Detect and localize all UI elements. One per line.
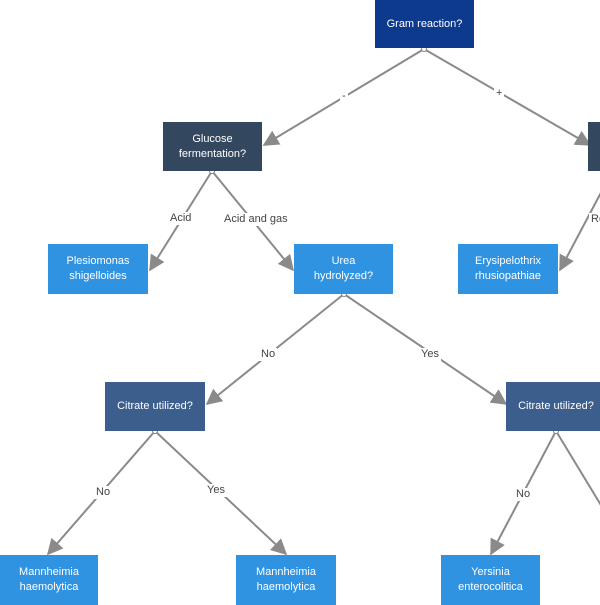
node-mannheimia-haemolytica-2[interactable]: Mannheimia haemolytica <box>236 555 336 605</box>
edge-label-citrate-left-yes: Yes <box>205 484 227 497</box>
edge-label-acid-and-gas: Acid and gas <box>222 213 290 226</box>
node-label: Citrate utilized? <box>117 400 193 412</box>
edge-label-urea-yes: Yes <box>419 348 441 361</box>
node-right-question[interactable] <box>588 122 600 171</box>
node-label: Citrate utilized? <box>518 400 594 412</box>
node-label: Gram reaction? <box>386 17 463 30</box>
edge-citrate-right-to-offscreen <box>555 430 600 506</box>
node-gram-reaction[interactable]: Gram reaction? <box>375 0 474 48</box>
edge-label-urea-no: No <box>259 348 278 361</box>
node-label: Yersinia enterocolitica <box>458 566 523 593</box>
edge-label-acid: Acid <box>168 212 194 225</box>
node-glucose-fermentation[interactable]: Glucose fermentation? <box>163 122 262 171</box>
node-citrate-utilized-right[interactable]: Citrate utilized? <box>506 382 600 431</box>
node-label: Erysipelothrix rhusiopathiae <box>474 255 542 282</box>
node-erysipelothrix-rhusiopathiae[interactable]: Erysipelothrix rhusiopathiae <box>458 244 558 294</box>
node-mannheimia-haemolytica-1[interactable]: Mannheimia haemolytica <box>0 555 98 605</box>
edge-label-citrate-right-no: No <box>514 488 533 501</box>
edge-label-gram-negative: - <box>340 90 348 103</box>
node-label: Mannheimia haemolytica <box>256 566 316 593</box>
node-citrate-utilized-left[interactable]: Citrate utilized? <box>105 382 205 431</box>
edge-label-right-cut: Ro <box>589 213 600 226</box>
node-label: Urea hydrolyzed? <box>313 255 374 282</box>
node-label: Glucose fermentation? <box>178 132 247 160</box>
node-label: Plesiomonas shigelloides <box>66 255 130 282</box>
node-yersinia-enterocolitica[interactable]: Yersinia enterocolitica <box>441 555 540 605</box>
node-plesiomonas-shigelloides[interactable]: Plesiomonas shigelloides <box>48 244 148 294</box>
edge-gram-to-right <box>423 48 592 146</box>
edge-label-citrate-left-no: No <box>94 486 113 499</box>
node-label: Mannheimia haemolytica <box>19 566 79 593</box>
node-urea-hydrolyzed[interactable]: Urea hydrolyzed? <box>294 244 393 294</box>
edge-right-to-erysipelothrix <box>559 192 600 272</box>
edge-label-gram-positive: + <box>494 87 505 100</box>
